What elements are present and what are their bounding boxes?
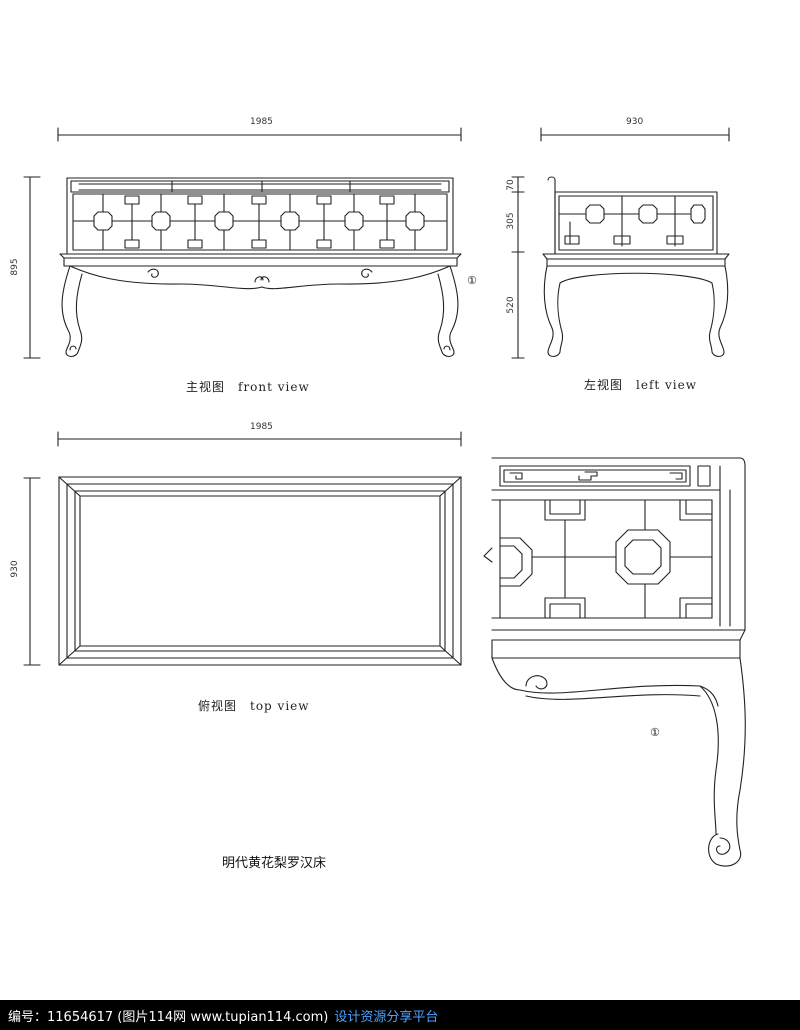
- front-view-drawing: [23, 127, 462, 359]
- front-view-label: 主视图 front view: [186, 380, 310, 394]
- drawing-title: 明代黄花梨罗汉床: [222, 856, 327, 871]
- top-width-dim: 1985: [250, 422, 273, 432]
- side-h2-dim: 305: [506, 212, 516, 230]
- front-height-dim: 895: [10, 258, 20, 276]
- technical-drawing: [23, 127, 746, 867]
- detail-view-drawing: [483, 457, 746, 867]
- left-view-drawing: [511, 127, 730, 359]
- front-width-dim: 1985: [250, 117, 273, 127]
- top-view-label: 俯视图 top view: [198, 699, 310, 713]
- side-h1-dim: 70: [506, 179, 516, 191]
- watermark-footer: 编号：11654617 (图片114网 www.tupian114.com) 设…: [0, 1000, 800, 1030]
- watermark-text: 编号：11654617 (图片114网 www.tupian114.com): [8, 1009, 329, 1025]
- detail-marker-front: ①: [467, 274, 477, 287]
- detail-marker-detail: ①: [650, 726, 660, 739]
- top-view-drawing: [23, 431, 462, 666]
- top-depth-dim: 930: [10, 560, 20, 578]
- left-view-label: 左视图 left view: [584, 378, 698, 392]
- side-width-dim: 930: [626, 117, 644, 127]
- site-link[interactable]: 设计资源分享平台: [334, 1009, 439, 1025]
- side-h3-dim: 520: [506, 296, 516, 314]
